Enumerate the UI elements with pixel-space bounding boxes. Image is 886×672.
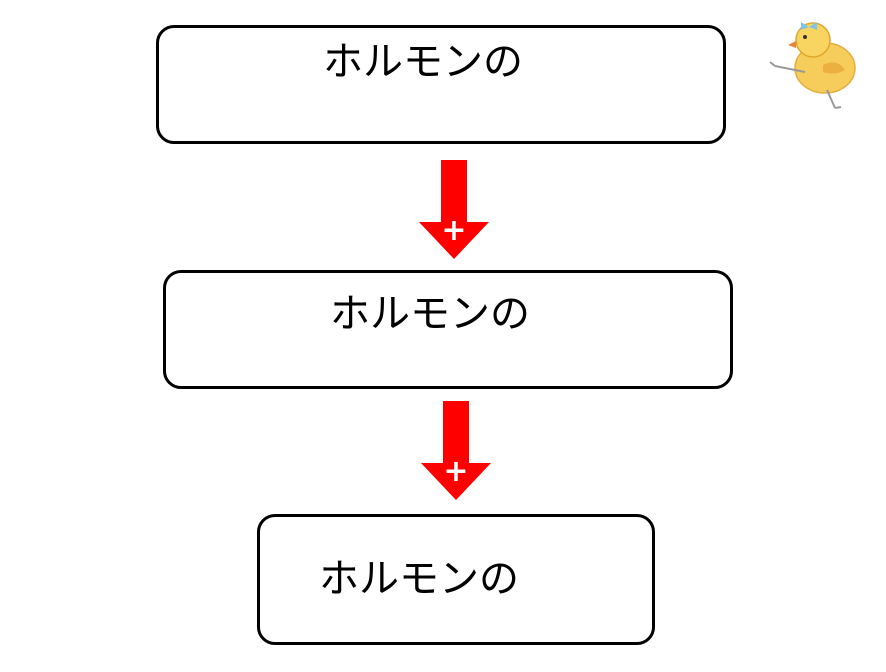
chick-illustration-icon xyxy=(769,22,856,109)
flow-box-2-label: ホルモンの xyxy=(330,291,530,337)
down-arrow-1-marker: + xyxy=(441,213,466,248)
down-arrow-1: + xyxy=(419,160,489,259)
flow-box-1-label: ホルモンの xyxy=(323,39,523,85)
flow-box-2: ホルモンの xyxy=(163,270,733,389)
flow-box-3: ホルモンの xyxy=(257,514,655,645)
down-arrow-2-shape xyxy=(421,401,491,500)
flow-box-3-label: ホルモンの xyxy=(319,556,519,602)
down-arrow-2-marker: + xyxy=(443,454,468,489)
down-arrow-2: + xyxy=(421,401,491,500)
flow-box-1: ホルモンの xyxy=(156,25,726,144)
down-arrow-1-shape xyxy=(419,160,489,259)
